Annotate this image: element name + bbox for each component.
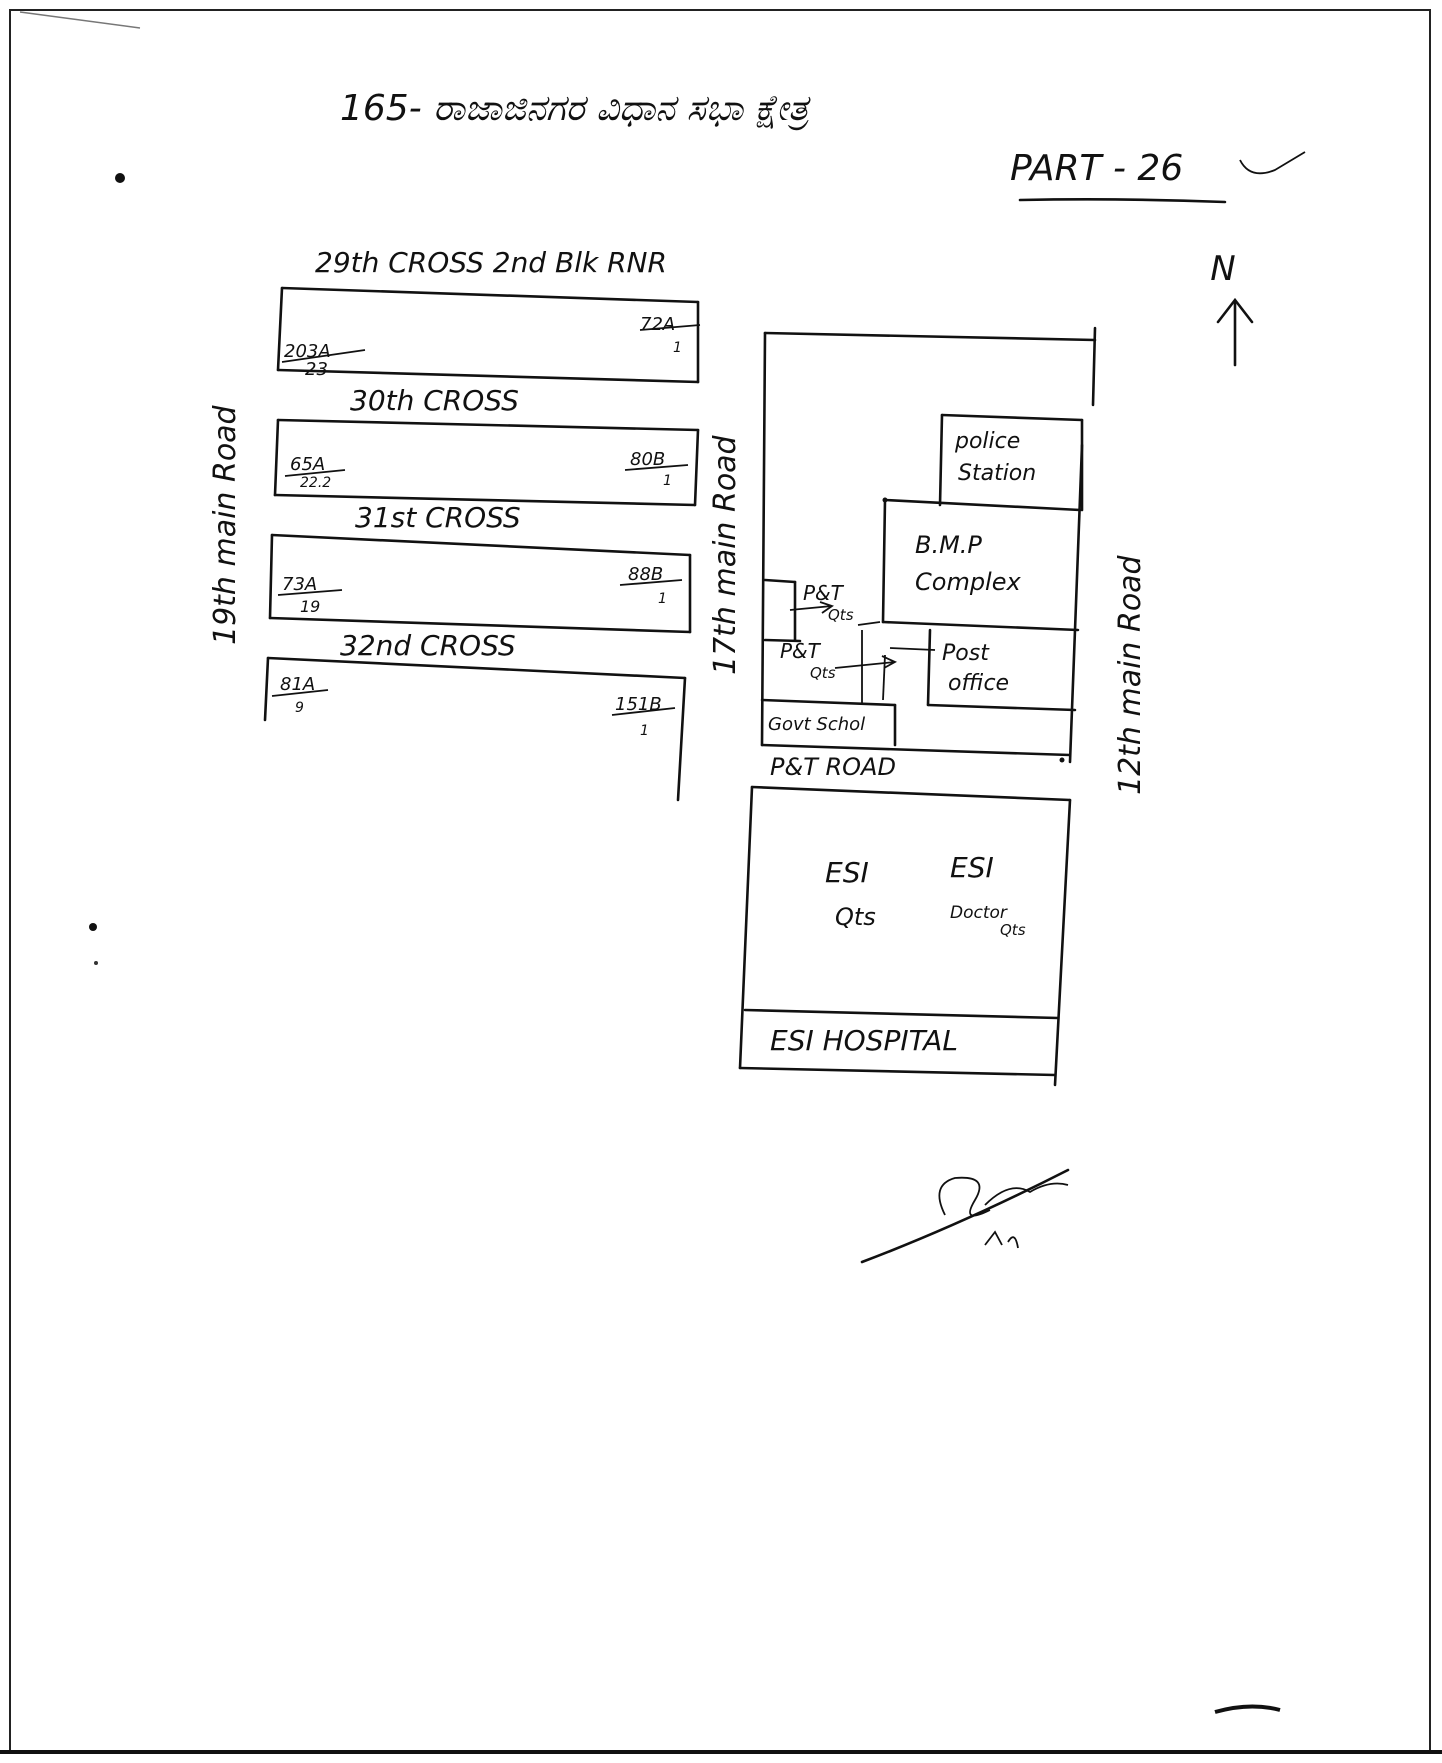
road-29th-cross: 29th CROSS 2nd Blk RNR [315,246,667,279]
constituency-title: 165- ರಾಜಾಜಿನಗರ ವಿಧಾನ ಸಭಾ ಕ್ಷೇತ್ರ [340,88,811,131]
block-3: 73A 19 88B 1 [268,533,692,634]
police-station-label-2: Station [958,461,1036,486]
block-2-right-number: 80B [630,449,665,470]
block-4-left-number: 81A [280,674,315,695]
police-station-label-1: police [954,429,1020,454]
pat-qts-label-2: Qts [828,606,854,624]
north-label: N [1210,249,1235,289]
block-4: 81A 9 151B 1 [263,656,687,802]
block-1: 203A 23 72A 1 [276,286,701,384]
bmp-complex-label-2: Complex [915,568,1021,596]
part-underline [1018,198,1227,204]
tick-mark [1239,151,1306,175]
post-office-label-2: office [948,671,1009,696]
building-complex: police Station B.M.P Complex Post office… [760,326,1097,764]
block-3-left-denominator: 19 [300,597,320,616]
block-2: 65A 22.2 80B 1 [273,418,700,507]
scan-speck [115,173,125,183]
road-31st-cross: 31st CROSS [355,501,521,534]
esi-label-1: ESI [825,856,869,889]
road-12th-main: 12th main Road [1113,554,1148,795]
road-19th-main: 19th main Road [208,404,243,645]
north-arrow-icon [1216,297,1254,324]
signature [860,1168,1070,1264]
pointer-arrow-icon [819,601,834,614]
scan-speck [94,961,98,965]
road-30th-cross: 30th CROSS [350,384,519,417]
road-pgt: P&T ROAD [770,753,896,781]
esi-qts-label: Qts [835,903,876,931]
block-4-left-denominator: 9 [295,700,304,716]
block-2-left-denominator: 22.2 [300,475,331,491]
govt-school-label: Govt Schol [768,714,865,735]
block-3-right-number: 88B [628,564,663,585]
block-2-right-denominator: 1 [663,473,672,489]
pgt-qts-label-1: P&T [780,639,822,663]
part-label: PART - 26 [1010,148,1183,189]
esi-label-2: ESI [950,851,994,884]
scan-speck [89,923,97,931]
pat-qts-label-1: P&T [803,581,845,605]
block-4-right-number: 151B [615,694,662,715]
post-office-label-1: Post [942,641,990,666]
block-2-left-number: 65A [290,454,325,475]
block-3-left-number: 73A [282,574,317,595]
esi-doctor-qts-label: Qts [1000,921,1026,939]
block-3-right-denominator: 1 [658,591,667,607]
pgt-qts-label-2: Qts [810,664,836,682]
esi-block: ESI Qts ESI Doctor Qts ESI HOSPITAL [738,785,1072,1087]
road-17th-main: 17th main Road [708,434,743,675]
block-1-right-denominator: 1 [673,340,682,356]
block-1-left-denominator: 23 [305,359,328,380]
block-1-right-number: 72A [640,314,675,335]
esi-doctor-label: Doctor [950,903,1008,923]
bmp-complex-label-1: B.M.P [915,531,982,559]
road-32nd-cross: 32nd CROSS [340,629,516,662]
pointer-arrow-icon-2 [881,655,898,669]
scan-streak [19,11,141,29]
block-4-right-denominator: 1 [640,723,649,739]
esi-hospital-label: ESI HOSPITAL [770,1024,958,1057]
scan-speck [1214,1704,1281,1714]
